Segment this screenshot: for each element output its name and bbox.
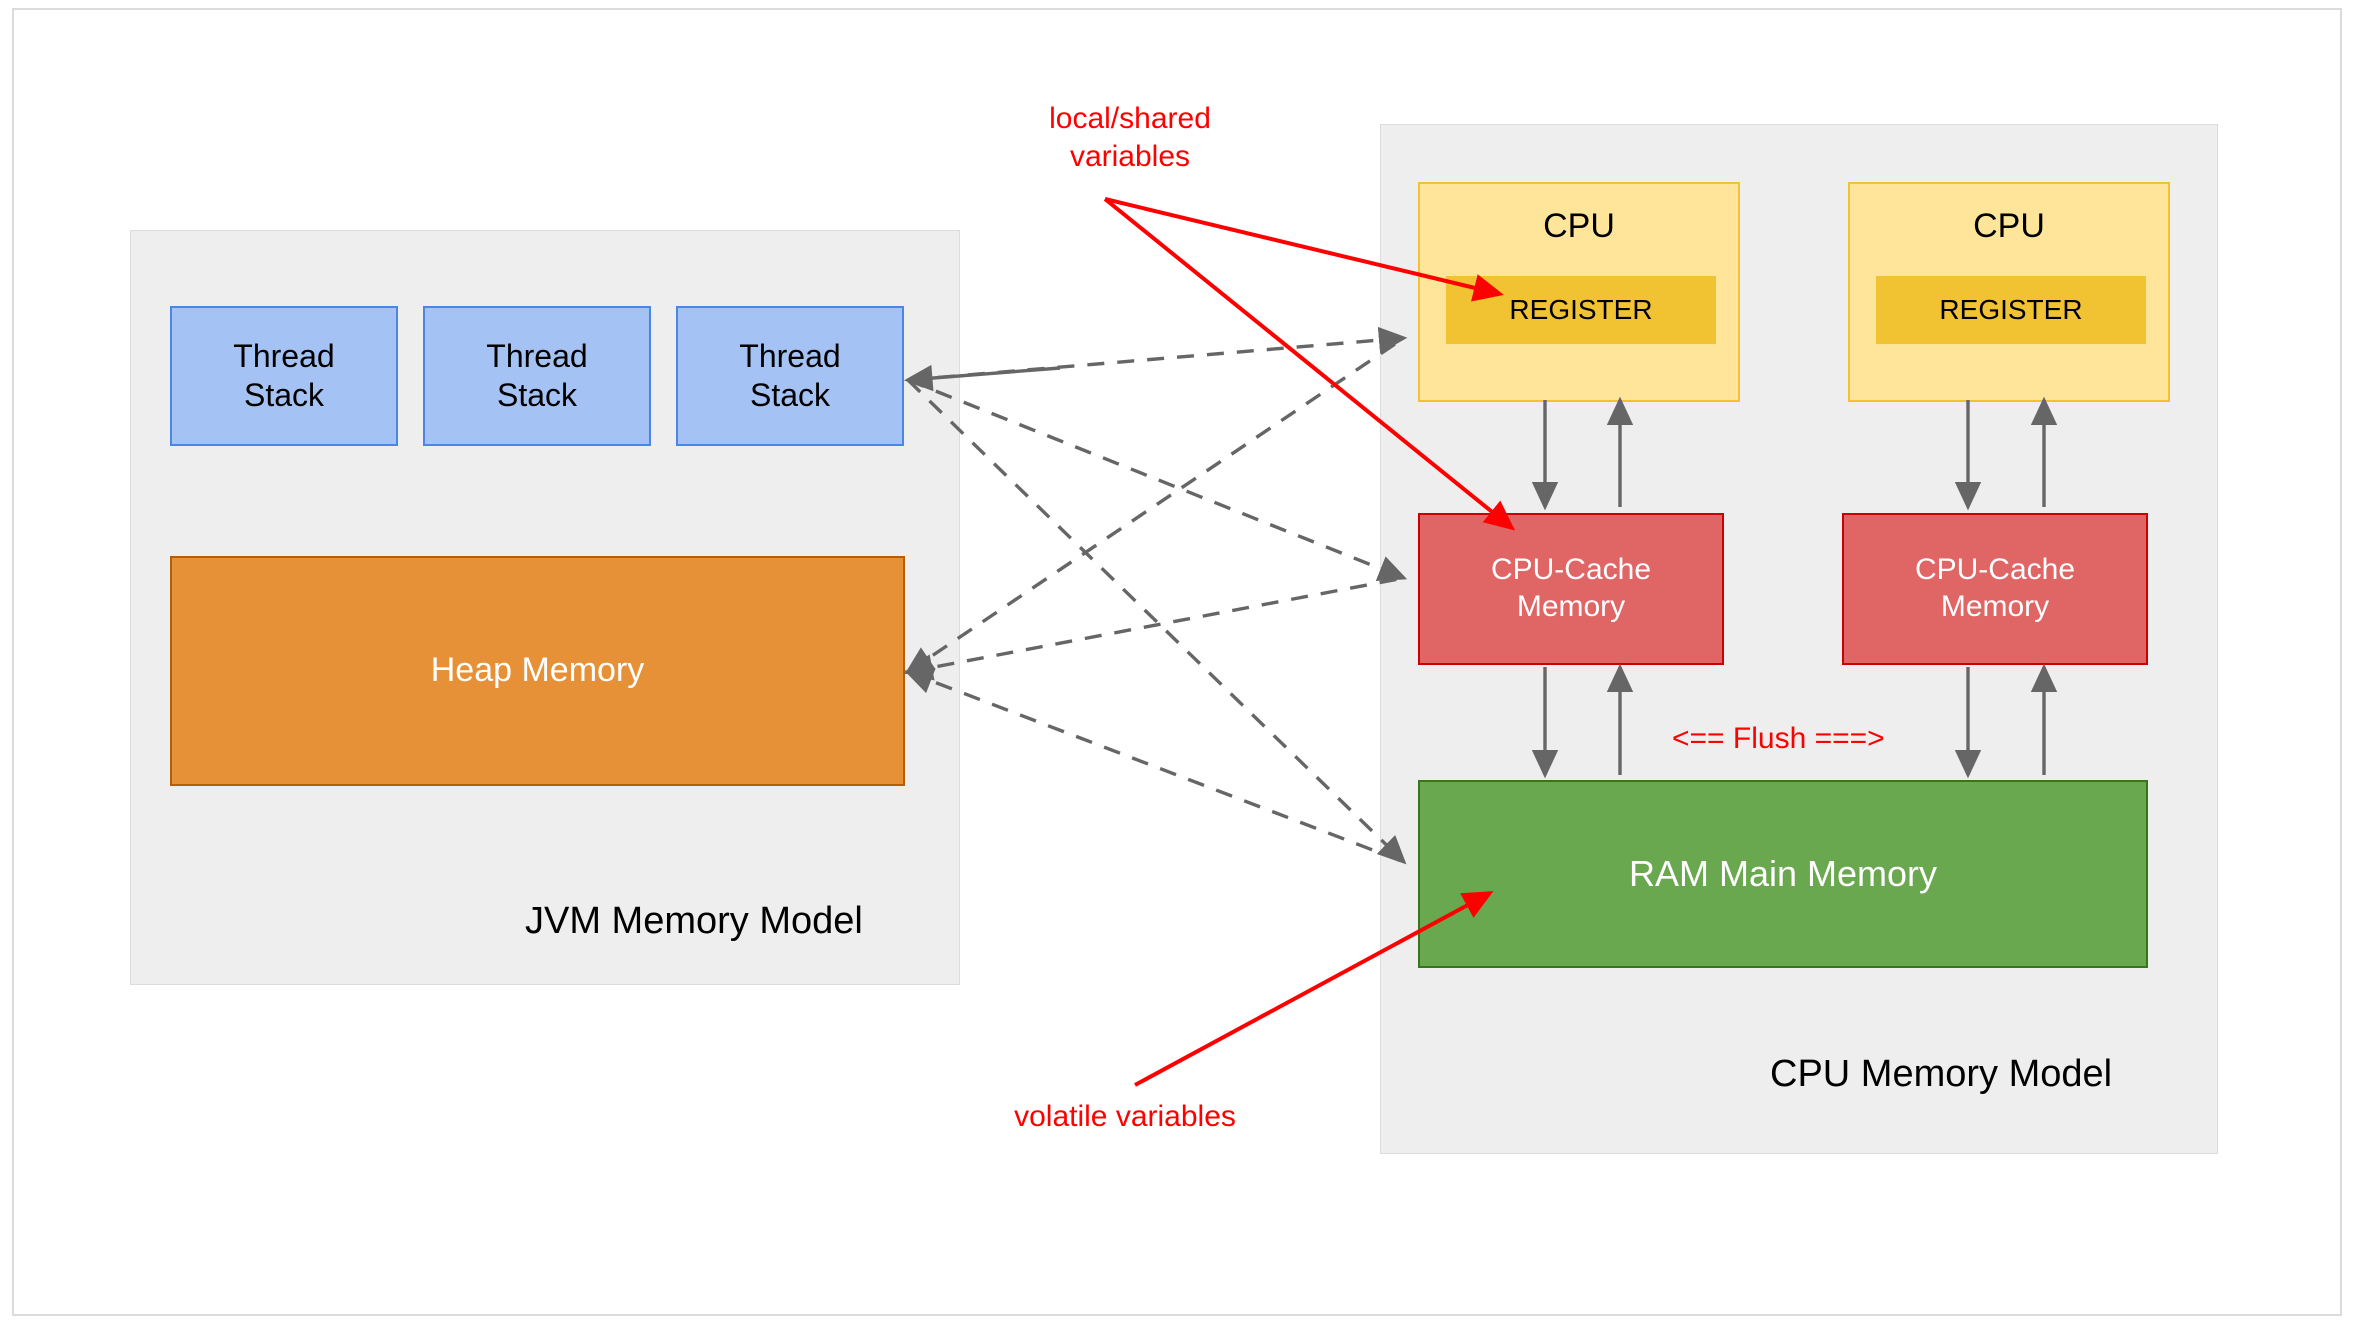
- register-label-2: REGISTER: [1939, 293, 2083, 325]
- cpu-cache-label-1: CPU-Cache Memory: [1490, 553, 1652, 623]
- cpu-title-2: CPU: [1973, 207, 2045, 245]
- thread-stack-label-2: Thread Stack: [486, 337, 588, 413]
- cpu-box-2[interactable]: CPU REGISTER: [1848, 182, 2170, 402]
- volatile-variables-annotation: volatile variables: [1014, 1100, 1236, 1133]
- jvm-panel-title: JVM Memory Model: [525, 900, 863, 942]
- thread-stack-box-3[interactable]: Thread Stack: [676, 306, 904, 446]
- cpu-cache-label-2: CPU-Cache Memory: [1914, 553, 2076, 623]
- ram-main-memory-box[interactable]: RAM Main Memory: [1418, 780, 2148, 968]
- thread-stack-label-3: Thread Stack: [739, 337, 841, 413]
- register-box-2[interactable]: REGISTER: [1876, 276, 2146, 344]
- thread-stack-box-1[interactable]: Thread Stack: [170, 306, 398, 446]
- cpu-cache-box-1[interactable]: CPU-Cache Memory: [1418, 513, 1724, 665]
- cpu-title-1: CPU: [1543, 207, 1615, 245]
- register-box-1[interactable]: REGISTER: [1446, 276, 1716, 344]
- heap-memory-label: Heap Memory: [430, 651, 645, 690]
- local-shared-variables-annotation: local/shared variables: [1049, 102, 1211, 173]
- cpu-cache-box-2[interactable]: CPU-Cache Memory: [1842, 513, 2148, 665]
- ram-main-memory-label: RAM Main Memory: [1628, 853, 1938, 895]
- cpu-box-1[interactable]: CPU REGISTER: [1418, 182, 1740, 402]
- heap-memory-box[interactable]: Heap Memory: [170, 556, 905, 786]
- cpu-panel-title: CPU Memory Model: [1770, 1053, 2113, 1095]
- register-label-1: REGISTER: [1509, 293, 1653, 325]
- thread-stack-box-2[interactable]: Thread Stack: [423, 306, 651, 446]
- thread-stack-label-1: Thread Stack: [233, 337, 335, 413]
- flush-label: <== Flush ===>: [1672, 722, 1885, 755]
